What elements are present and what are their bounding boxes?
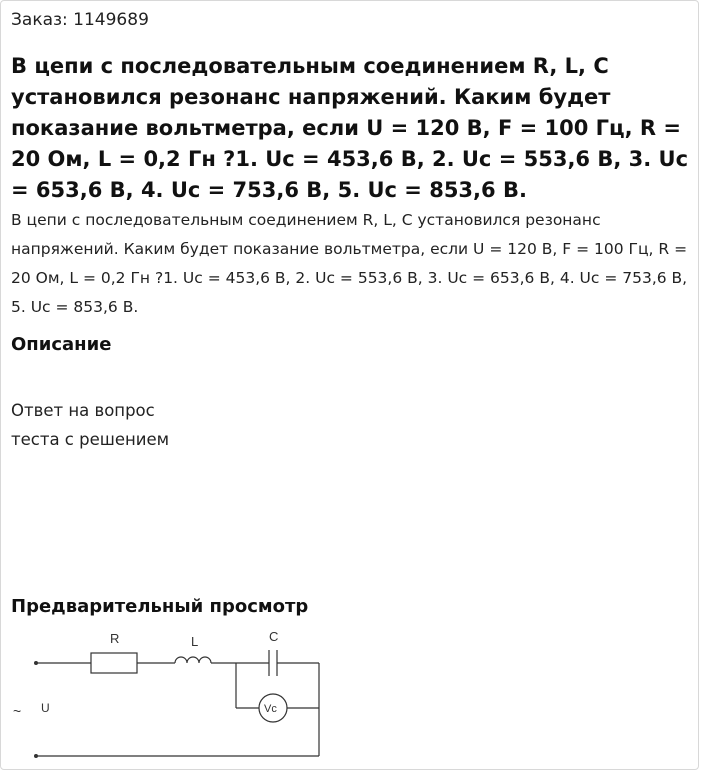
label-u: U — [41, 701, 50, 715]
label-l: L — [191, 634, 198, 649]
label-vc: Vc — [264, 703, 277, 715]
terminal-top — [34, 661, 38, 665]
description-heading: Описание — [11, 334, 112, 355]
label-r: R — [110, 631, 119, 646]
inductor — [174, 656, 212, 664]
order-number: Заказ: 1149689 — [11, 10, 149, 30]
source-symbol: ~ — [13, 703, 21, 719]
label-c: C — [269, 629, 278, 644]
description-line-1: Ответ на вопрос — [11, 401, 155, 420]
terminal-bottom — [34, 754, 38, 758]
page-title: В цепи с последовательным соединением R,… — [11, 54, 689, 202]
description-text: Ответ на вопрос теста с решением — [11, 396, 169, 454]
circuit-diagram: R L C U ~ Vc — [13, 629, 320, 758]
resistor — [90, 652, 138, 674]
description-line-2: теста с решением — [11, 430, 170, 449]
question-text: В цепи с последовательным соединением R,… — [11, 211, 688, 316]
preview-heading: Предварительный просмотр — [11, 596, 309, 617]
